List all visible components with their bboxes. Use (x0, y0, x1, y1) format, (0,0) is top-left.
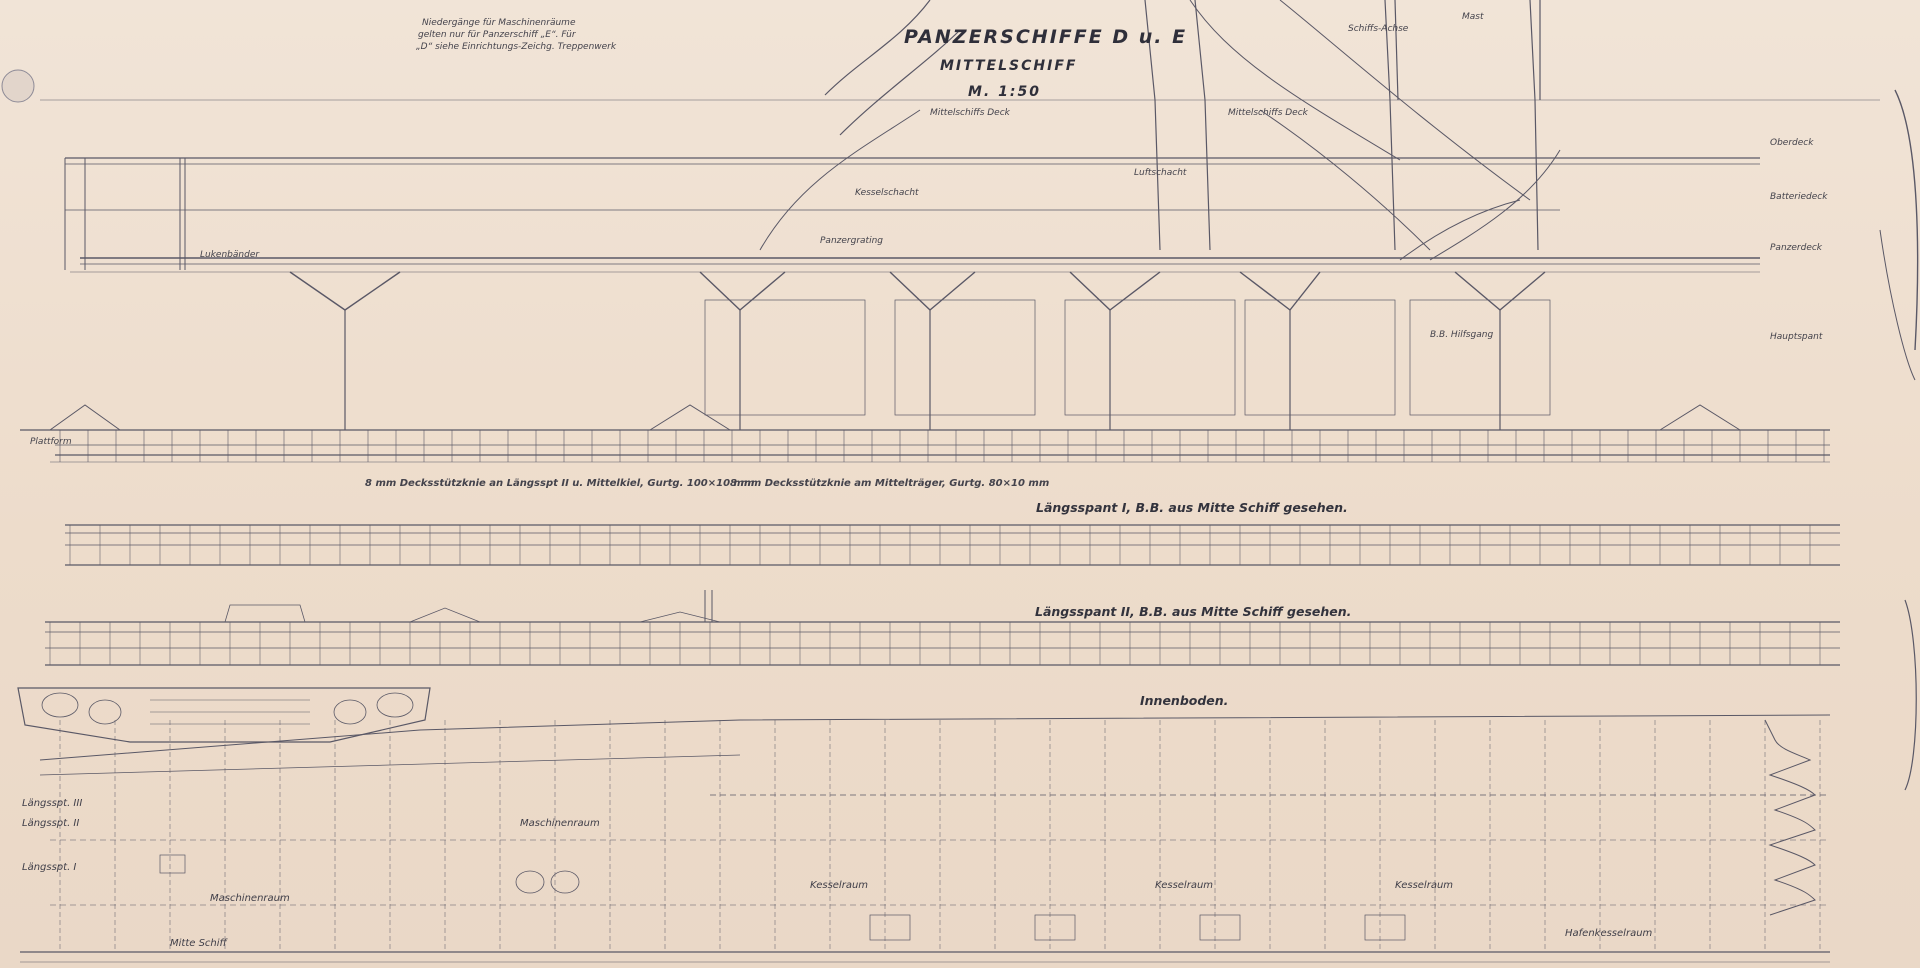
room-kesselraum-2: Kesselraum (1155, 880, 1214, 891)
drawing-title: PANZERSCHIFFE D u. E (904, 26, 1188, 48)
label-luftschacht: Luftschacht (1134, 168, 1187, 178)
heading-innenboden: Innenboden. (1140, 693, 1229, 708)
label-laengsspt-2: Längsspt. II (22, 818, 80, 829)
room-kesselraum-1: Kesselraum (810, 880, 869, 891)
label-mittelschiffs-deck-2: Mittelschiffs Deck (1228, 108, 1308, 118)
label-laengsspt-3: Längsspt. III (22, 798, 83, 809)
heading-laengsspant-2: Längsspant II, B.B. aus Mitte Schiff ges… (1035, 604, 1352, 619)
label-plattform: Plattform (30, 437, 72, 447)
drawing-scale: M. 1:50 (968, 84, 1041, 100)
label-panzerdeck: Panzerdeck (1770, 243, 1823, 253)
label-batteriedeck: Batteriedeck (1770, 192, 1828, 202)
room-maschinenraum-1: Maschinenraum (520, 818, 600, 829)
top-note-line-2: gelten nur für Panzerschiff „E“. Für (418, 30, 576, 40)
knie-note-2: 8 mm Decksstützknie am Mittelträger, Gur… (730, 478, 1050, 489)
label-bb-hilfsgang: B.B. Hilfsgang (1430, 330, 1494, 340)
label-oberdeck: Oberdeck (1770, 138, 1814, 148)
heading-laengsspant-1: Längsspant I, B.B. aus Mitte Schiff gese… (1036, 500, 1348, 515)
label-schiffsachse: Schiffs-Achse (1348, 24, 1409, 34)
top-note-line-3: „D“ siehe Einrichtungs-Zeichg. Treppenwe… (416, 42, 617, 52)
room-kesselraum-3: Kesselraum (1395, 880, 1454, 891)
room-hafenkesselraum: Hafenkesselraum (1565, 928, 1653, 939)
label-kesselschacht: Kesselschacht (855, 188, 919, 198)
top-note-line-1: Niedergänge für Maschinenräume (422, 18, 576, 28)
label-mitte-schiff: Mitte Schiff (170, 938, 227, 949)
label-laengsspt-1: Längsspt. I (22, 862, 77, 873)
label-panzergrating: Panzergrating (820, 236, 883, 246)
knie-note-1: 8 mm Decksstützknie an Längsspt II u. Mi… (365, 478, 755, 489)
label-mast: Mast (1462, 12, 1484, 22)
room-maschinenraum-2: Maschinenraum (210, 893, 290, 904)
label-lukenbaender: Lukenbänder (200, 250, 260, 260)
drawing-subtitle: MITTELSCHIFF (940, 58, 1078, 74)
label-hauptspant: Hauptspant (1770, 332, 1823, 342)
label-mittelschiffs-deck: Mittelschiffs Deck (930, 108, 1010, 118)
stamp-seal (1, 69, 35, 103)
